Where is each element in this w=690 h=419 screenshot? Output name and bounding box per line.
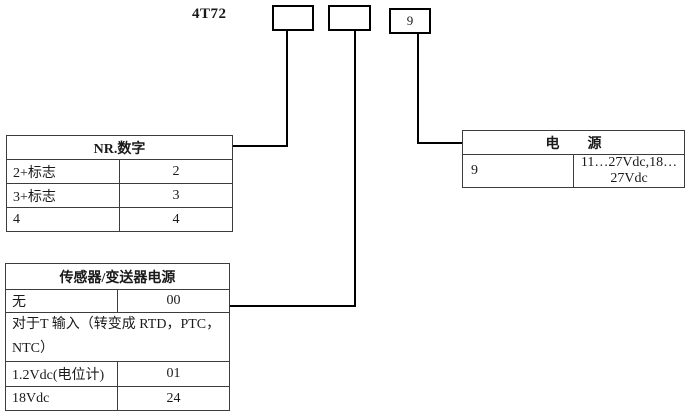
table-row: 对于T 输入（转变成 RTD，PTC，NTC） — [5, 312, 230, 362]
nr-table-header: NR.数字 — [6, 135, 233, 160]
table-header-row: 电 源 — [462, 130, 685, 155]
row-label: 11…27Vdc,18…27Vdc — [573, 154, 685, 188]
connector-supply-horizontal — [419, 142, 462, 144]
connector-sensor-horizontal — [230, 305, 356, 307]
row-code: 2 — [119, 159, 233, 184]
row-label: 3+标志 — [6, 183, 120, 208]
model-number: 4T72 — [192, 6, 227, 22]
code-box-sensor-power — [328, 5, 371, 31]
row-code: 24 — [117, 386, 230, 411]
connector-nr-vertical — [286, 31, 288, 147]
row-label: 2+标志 — [6, 159, 120, 184]
table-row: 2+标志 2 — [6, 159, 233, 184]
code-box-nr — [272, 5, 314, 31]
row-code: 01 — [117, 361, 230, 387]
row-label: 1.2Vdc(电位计) — [5, 361, 118, 387]
sensor-table-header: 传感器/变送器电源 — [5, 263, 230, 290]
power-table-header: 电 源 — [462, 130, 685, 155]
row-label: 无 — [5, 289, 118, 313]
table-row: 9 11…27Vdc,18…27Vdc — [462, 154, 685, 188]
row-code: 4 — [119, 207, 233, 232]
nr-digits-table: NR.数字 2+标志 2 3+标志 3 4 4 — [6, 135, 233, 232]
connector-supply-vertical — [417, 34, 419, 144]
sensor-transmitter-power-table: 传感器/变送器电源 无 00 对于T 输入（转变成 RTD，PTC，NTC） 1… — [5, 263, 230, 411]
row-code: 9 — [462, 154, 574, 188]
row-label: 4 — [6, 207, 120, 232]
table-row: 18Vdc 24 — [5, 386, 230, 411]
connector-sensor-vertical — [354, 31, 356, 307]
table-row: 1.2Vdc(电位计) 01 — [5, 361, 230, 387]
row-label-merged: 对于T 输入（转变成 RTD，PTC，NTC） — [5, 312, 230, 362]
connector-nr-horizontal — [233, 145, 288, 147]
table-row: 3+标志 3 — [6, 183, 233, 208]
code-box-supply: 9 — [389, 8, 431, 34]
row-code: 3 — [119, 183, 233, 208]
table-header-row: NR.数字 — [6, 135, 233, 160]
row-label: 18Vdc — [5, 386, 118, 411]
table-row: 无 00 — [5, 289, 230, 313]
table-row: 4 4 — [6, 207, 233, 232]
table-header-row: 传感器/变送器电源 — [5, 263, 230, 290]
code-box-supply-value: 9 — [406, 13, 414, 28]
power-supply-table: 电 源 9 11…27Vdc,18…27Vdc — [462, 130, 685, 188]
row-code: 00 — [117, 289, 230, 313]
